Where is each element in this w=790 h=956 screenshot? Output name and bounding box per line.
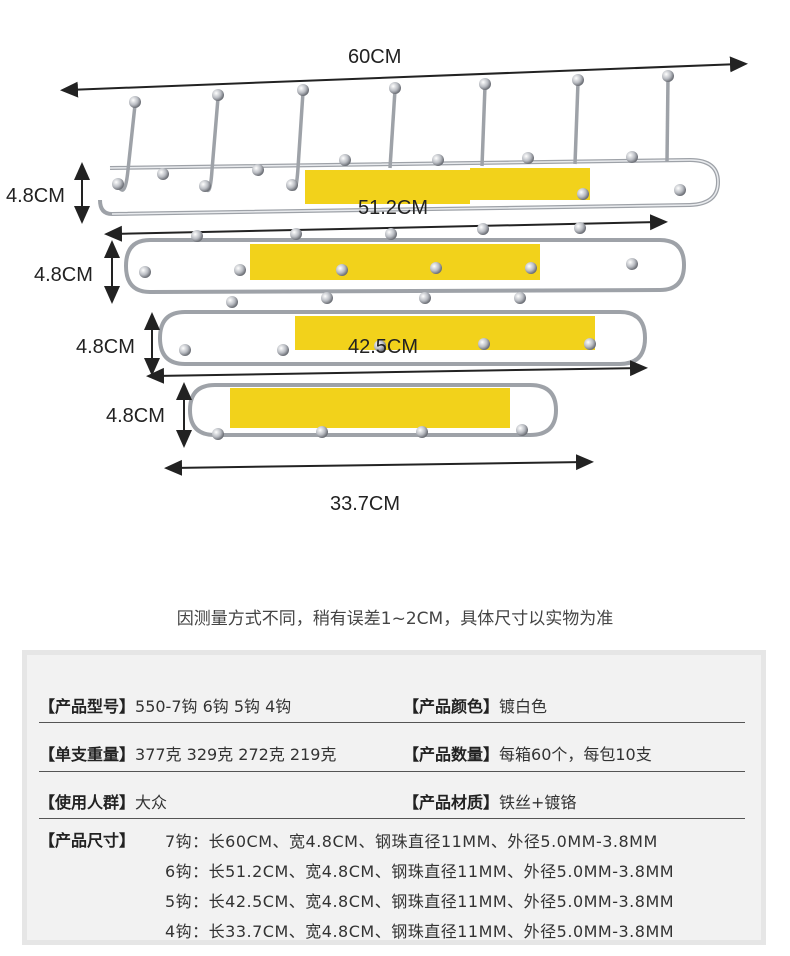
rack-4-hooks [187, 383, 559, 440]
length-arrow-60 [60, 56, 748, 98]
spec-row-material: 【产品材质】铁丝+镀铬 [403, 789, 576, 813]
size-line-4: 4钩：长33.7CM、宽4.8CM、钢珠直径11MM、外径5.0MM-3.8MM [165, 922, 675, 941]
size-label: 【产品尺寸】 [39, 831, 136, 850]
material-value: 铁丝+镀铬 [499, 793, 577, 812]
rack-6-label [250, 244, 540, 280]
rack-4-label [230, 388, 510, 428]
length-arrow-33 [164, 454, 594, 476]
rack-7-hooks [98, 70, 721, 217]
size-line-7: 7钩：长60CM、宽4.8CM、钢珠直径11MM、外径5.0MM-3.8MM [165, 832, 658, 851]
width-label-2: 4.8CM [34, 264, 93, 286]
width-label-4: 4.8CM [106, 405, 165, 427]
divider [39, 771, 745, 772]
divider [39, 722, 745, 723]
product-illustration [60, 56, 748, 476]
user-label: 【使用人群】 [39, 793, 136, 812]
width-label-1: 4.8CM [6, 185, 65, 207]
color-label: 【产品颜色】 [403, 697, 500, 716]
model-value: 550-7钩 6钩 5钩 4钩 [135, 697, 292, 716]
size-line-5: 5钩：长42.5CM、宽4.8CM、钢珠直径11MM、外径5.0MM-3.8MM [165, 892, 675, 911]
spec-row-color: 【产品颜色】镀白色 [403, 693, 547, 717]
rack-7-label [305, 170, 470, 204]
rack-6-hooks [123, 222, 687, 295]
length-arrow-51 [104, 214, 668, 242]
weight-label: 【单支重量】 [39, 745, 136, 764]
qty-value: 每箱60个，每包10支 [499, 745, 652, 764]
user-value: 大众 [135, 793, 168, 812]
spec-row-model: 【产品型号】550-7钩 6钩 5钩 4钩 [39, 693, 291, 717]
length-label-33: 33.7CM [330, 493, 401, 515]
measurement-note: 因测量方式不同，稍有误差1~2CM，具体尺寸以实物为准 [176, 609, 614, 629]
spec-row-user: 【使用人群】大众 [39, 789, 167, 813]
length-arrow-42 [146, 360, 648, 384]
qty-label: 【产品数量】 [403, 745, 500, 764]
spec-row-qty: 【产品数量】每箱60个，每包10支 [403, 741, 652, 765]
width-label-3: 4.8CM [76, 336, 135, 358]
length-label-60: 60CM [348, 46, 402, 68]
weight-value: 377克 329克 272克 219克 [135, 745, 337, 764]
divider [39, 818, 745, 819]
size-line-6: 6钩：长51.2CM、宽4.8CM、钢珠直径11MM、外径5.0MM-3.8MM [165, 862, 675, 881]
length-label-51: 51.2CM [358, 197, 429, 219]
spec-row-weight: 【单支重量】377克 329克 272克 219克 [39, 741, 336, 765]
spec-row-size: 【产品尺寸】 [39, 827, 135, 851]
color-value: 镀白色 [499, 697, 548, 716]
model-label: 【产品型号】 [39, 697, 136, 716]
material-label: 【产品材质】 [403, 793, 500, 812]
rack-5-label [295, 316, 595, 350]
length-label-42: 42.5CM [348, 336, 419, 358]
spec-panel: 【产品型号】550-7钩 6钩 5钩 4钩 【产品颜色】镀白色 【单支重量】37… [22, 650, 766, 945]
